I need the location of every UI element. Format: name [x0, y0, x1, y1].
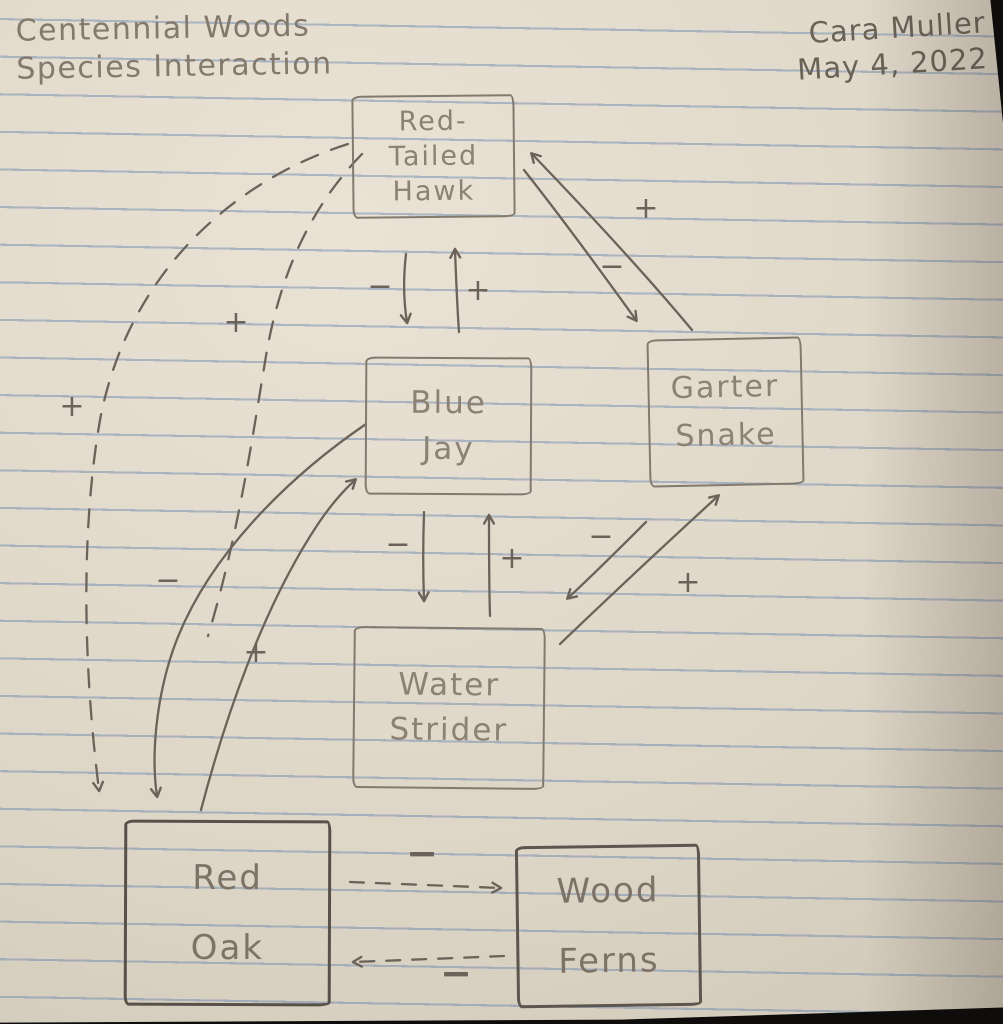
arrow-red-oak-to-blue-jay: [199, 478, 357, 812]
author-byline: Cara Muller May 4, 2022: [794, 4, 989, 88]
arrow-red-oak-to-wood-ferns: [348, 880, 503, 894]
node-label-line: Red-: [398, 105, 468, 138]
sign-garter-snake-to-hawk: +: [633, 191, 658, 226]
diagram-title: Centennial Woods Species Interaction: [15, 7, 333, 89]
node-garter-snake: Garter Snake: [646, 336, 805, 488]
node-label-line: Blue: [410, 384, 488, 422]
node-label-line: Hawk: [392, 175, 476, 208]
arrow-wood-ferns-to-red-oak: [351, 954, 506, 968]
sign-garter-snake-to-water-strider: −: [588, 519, 613, 554]
node-label-line: Wood: [556, 870, 660, 912]
arrow-hawk-to-blue-jay: [399, 252, 412, 325]
sign-red-oak-to-wood-ferns: −: [406, 831, 438, 875]
node-label-line: Garter: [670, 368, 780, 407]
node-label-line: Tailed: [388, 140, 479, 173]
node-label-line: Jay: [422, 430, 475, 468]
sign-blue-jay-to-water-strider: −: [385, 527, 410, 562]
arrow-garter-snake-to-hawk: [530, 152, 694, 332]
arrow-blue-jay-to-hawk: [449, 247, 462, 334]
sign-blue-jay-to-red-oak: −: [155, 563, 180, 598]
sign-water-strider-to-garter-snake: +: [675, 565, 700, 600]
node-water-strider: Water Strider: [352, 625, 546, 791]
title-line-2: Species Interaction: [16, 46, 333, 87]
arrow-water-strider-to-garter-snake: [558, 494, 720, 646]
arrow-blue-jay-to-red-oak: [149, 422, 368, 799]
arrow-hawk-to-red-oak-inner: [206, 152, 364, 638]
sign-red-oak-to-blue-jay: +: [243, 635, 268, 670]
sign-water-strider-to-blue-jay: +: [499, 541, 524, 576]
arrow-hawk-to-garter-snake: [522, 168, 638, 323]
arrow-water-strider-to-blue-jay: [482, 513, 496, 618]
node-red-oak: Red Oak: [123, 819, 332, 1007]
sign-blue-jay-to-hawk: +: [465, 273, 490, 308]
node-blue-jay: Blue Jay: [364, 356, 533, 496]
title-line-1: Centennial Woods: [15, 8, 311, 49]
node-label-line: Water: [398, 666, 501, 704]
sign-hawk-to-red-oak-inner: +: [223, 305, 248, 340]
node-label-line: Ferns: [558, 940, 660, 982]
node-label-line: Snake: [675, 416, 777, 455]
node-label-line: Strider: [389, 711, 509, 749]
arrow-blue-jay-to-water-strider: [417, 510, 430, 603]
node-label-line: Oak: [190, 927, 265, 969]
sign-hawk-to-blue-jay: −: [367, 269, 392, 304]
arrow-hawk-to-red-oak-outer: [85, 142, 350, 793]
node-red-tailed-hawk: Red- Tailed Hawk: [351, 94, 516, 219]
node-wood-ferns: Wood Ferns: [514, 843, 703, 1009]
node-label-line: Red: [192, 857, 263, 899]
sign-hawk-to-red-oak-outer: +: [59, 389, 84, 424]
arrow-garter-snake-to-water-strider: [566, 520, 648, 600]
sign-hawk-to-garter-snake: −: [599, 249, 624, 284]
sign-wood-ferns-to-red-oak: −: [440, 951, 472, 995]
